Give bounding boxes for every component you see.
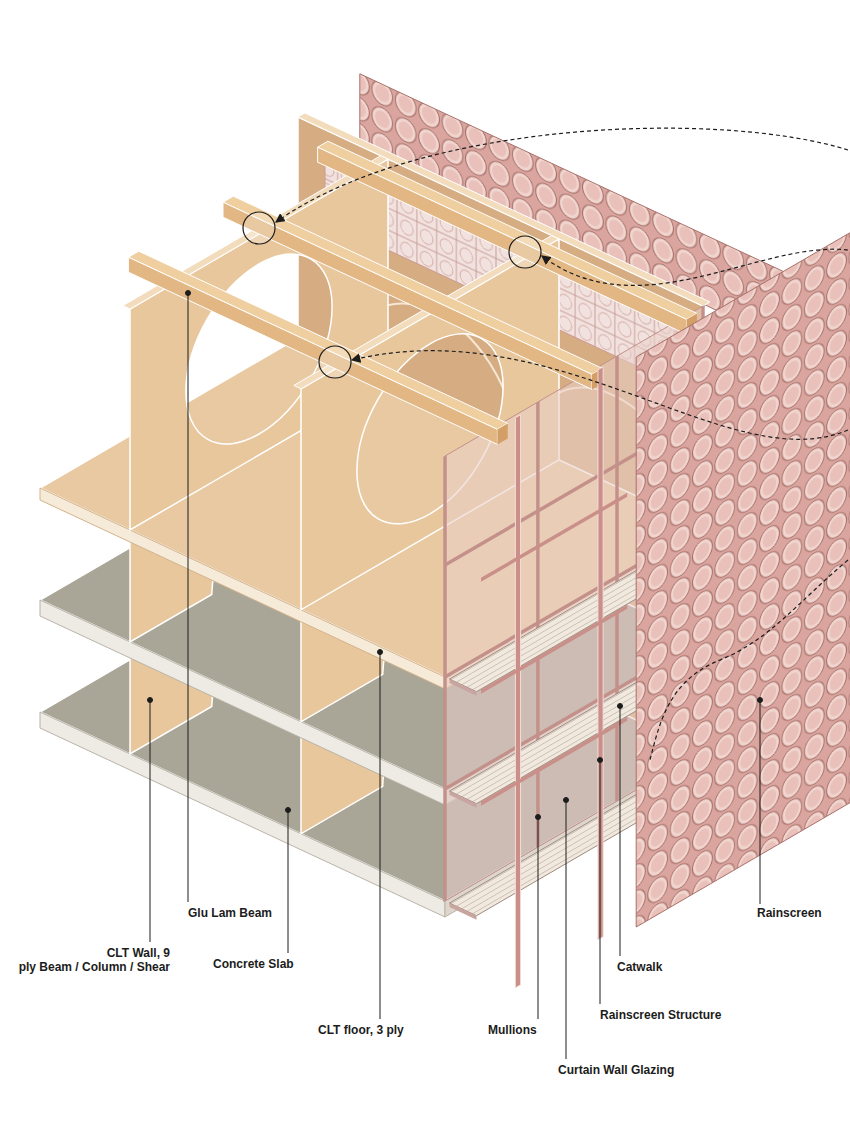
catwalk xyxy=(450,679,477,920)
leader-line xyxy=(564,798,569,803)
part-label: Glu Lam Beam xyxy=(188,906,272,920)
leader-line xyxy=(378,650,383,655)
rainscreen-structure xyxy=(515,415,520,988)
glulam-beam xyxy=(223,202,592,389)
detail-callout xyxy=(276,128,848,222)
detail-callout xyxy=(542,249,848,285)
glulam-beam xyxy=(128,141,697,444)
rainscreen xyxy=(636,197,850,927)
leader-line xyxy=(148,698,153,703)
rainscreen-structure xyxy=(481,493,627,582)
glulam-beam xyxy=(128,251,507,429)
leader-line xyxy=(618,704,623,709)
detail-callout xyxy=(319,346,351,378)
rainscreen-structure xyxy=(598,367,603,940)
leader-line xyxy=(566,800,567,1059)
detail-callout xyxy=(650,560,848,760)
catwalk xyxy=(450,679,477,696)
part-label: Rainscreen Structure xyxy=(600,1008,721,1022)
detail-callout xyxy=(243,128,848,760)
detail-callout xyxy=(352,351,848,440)
glulam-beam xyxy=(128,251,507,429)
glulam-beam xyxy=(318,141,697,319)
detail-callout xyxy=(243,212,275,244)
leader-line xyxy=(760,700,761,904)
leader-line xyxy=(150,700,151,942)
clt-floor xyxy=(40,488,445,689)
leader-line xyxy=(536,815,541,820)
glulam-beam xyxy=(223,196,602,374)
detail-callout xyxy=(509,236,541,268)
clt-floor xyxy=(40,488,445,689)
leader-line xyxy=(380,652,381,1019)
leader-line xyxy=(600,760,601,1004)
rainscreen xyxy=(636,197,850,927)
leader-line xyxy=(288,810,289,953)
glulam-beam xyxy=(128,257,497,444)
glulam-beam xyxy=(318,147,687,334)
part-label: Catwalk xyxy=(617,960,662,974)
leader-line xyxy=(148,291,763,1060)
part-label: CLT floor, 3 ply xyxy=(318,1023,404,1037)
glulam-beam xyxy=(223,196,602,374)
part-label: Rainscreen xyxy=(757,906,822,920)
rainscreen-structure xyxy=(481,717,627,806)
rainscreen-structure xyxy=(481,353,627,1008)
leader-line xyxy=(598,758,603,763)
glulam-beam xyxy=(318,147,687,334)
glulam-beam xyxy=(497,423,507,444)
leader-line xyxy=(186,291,191,296)
glulam-beam xyxy=(128,257,497,444)
leader-line xyxy=(286,808,291,813)
catwalk xyxy=(450,903,477,920)
glulam-beam xyxy=(318,141,697,319)
glulam-beam xyxy=(223,202,592,389)
leader-line xyxy=(620,706,621,956)
rainscreen-structure xyxy=(481,605,627,694)
catwalk xyxy=(450,791,477,808)
part-label: Curtain Wall Glazing xyxy=(558,1063,674,1077)
glulam-beam xyxy=(497,423,507,444)
part-label: Mullions xyxy=(488,1023,537,1037)
part-label: CLT Wall, 9 ply Beam / Column / Shear xyxy=(19,946,170,974)
leader-line xyxy=(538,817,539,1019)
leader-line xyxy=(188,293,189,902)
leader-line xyxy=(758,698,763,703)
part-label: Concrete Slab xyxy=(213,957,294,971)
